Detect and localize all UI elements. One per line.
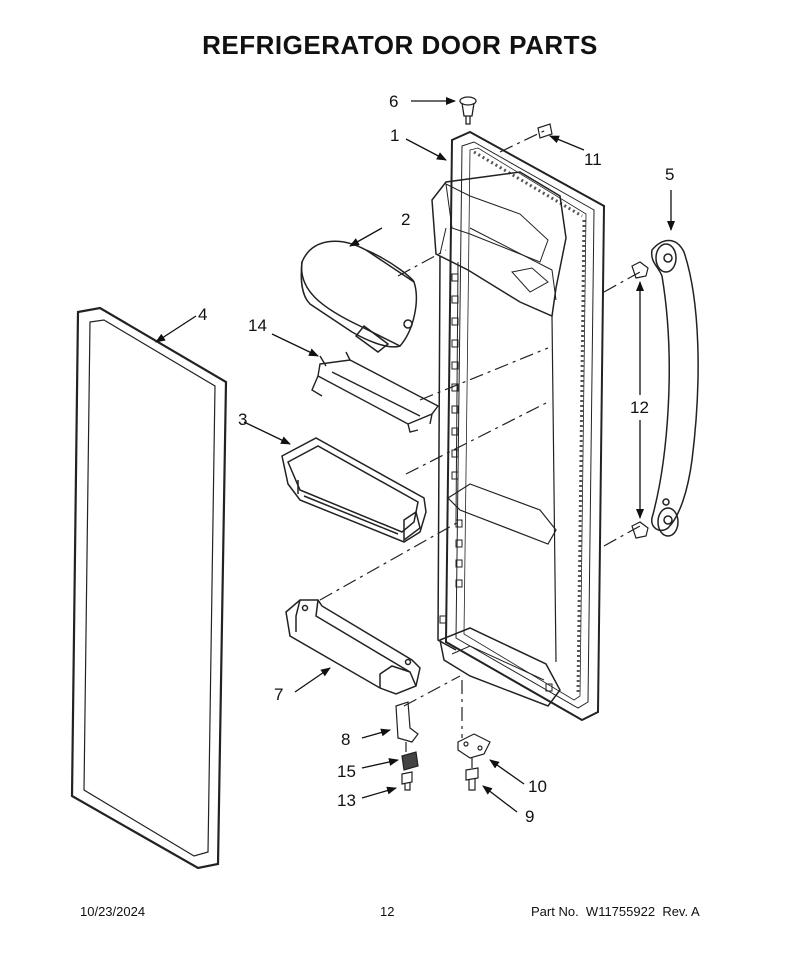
callout-3: 3	[238, 410, 247, 429]
footer-page-number: 12	[380, 904, 395, 919]
callout-arrows	[155, 97, 675, 813]
wire-shelf-part	[311, 351, 440, 433]
part-number: W11755922	[585, 904, 656, 919]
bottom-hinge-part	[457, 733, 491, 759]
callout-15: 15	[337, 762, 356, 781]
callout-9: 9	[525, 807, 534, 826]
door-plug-part	[459, 96, 477, 125]
callout-10: 10	[528, 777, 547, 796]
footer-part-number: Part No. W11755922 Rev. A	[531, 904, 700, 919]
dairy-door-part	[300, 240, 418, 353]
part-label: Part No.	[531, 904, 579, 919]
assembly-leader-lines	[319, 129, 641, 768]
revision: Rev. A	[662, 904, 700, 919]
hinge-bushing-part	[401, 751, 419, 771]
hinge-pin-part	[395, 701, 419, 743]
callout-2: 2	[401, 210, 410, 229]
page-title: REFRIGERATOR DOOR PARTS	[202, 30, 598, 60]
callout-6: 6	[389, 92, 398, 111]
handle-stud-part	[631, 261, 649, 539]
bracket-part	[537, 123, 553, 139]
callout-8: 8	[341, 730, 350, 749]
door-bin-part	[281, 437, 427, 543]
callout-12: 12	[630, 398, 649, 417]
callout-7: 7	[274, 685, 283, 704]
callout-5: 5	[665, 165, 674, 184]
callout-11: 11	[584, 150, 602, 169]
door-liner-part	[431, 130, 606, 722]
callout-13: 13	[337, 791, 356, 810]
bottom-door-bin-part	[285, 599, 421, 695]
door-gasket-part	[70, 306, 228, 870]
door-handle-part	[650, 239, 699, 537]
callout-1: 1	[390, 126, 399, 145]
callout-14: 14	[248, 316, 267, 335]
callout-4: 4	[198, 305, 207, 324]
hinge-screw-bottom-part	[465, 767, 479, 791]
callout-labels: 1 2 3 4 5 6 7 8 9 10 11 12 13 14 15	[198, 92, 674, 826]
footer-date: 10/23/2024	[80, 904, 146, 919]
hinge-screw-part	[401, 771, 413, 791]
